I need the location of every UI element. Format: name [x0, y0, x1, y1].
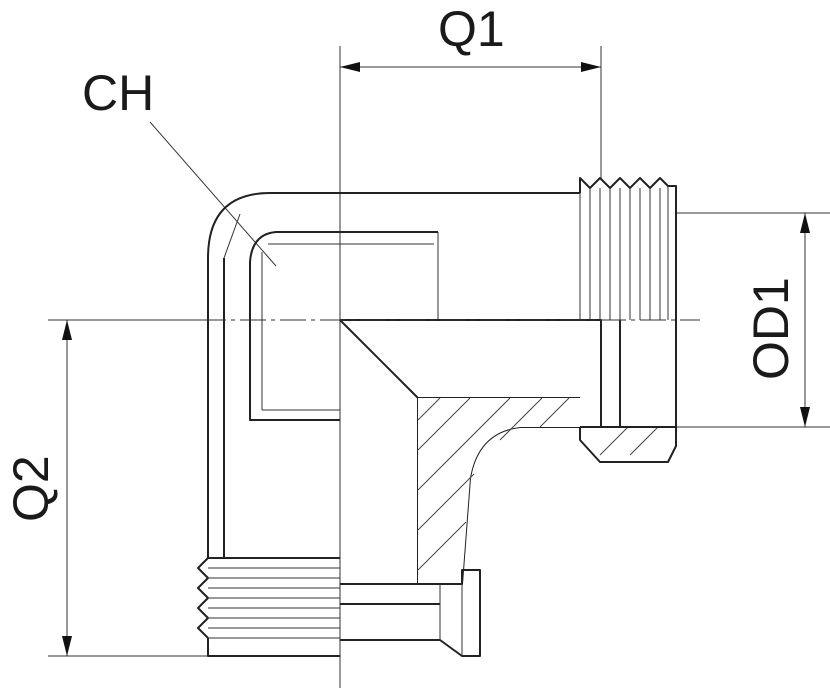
- right-thread: [579, 177, 677, 320]
- section-hatch: [417, 397, 659, 571]
- elbow-section: [339, 319, 677, 657]
- section-hatch-area: [418, 398, 580, 584]
- q2-label: Q2: [3, 455, 59, 522]
- ch-label: CH: [82, 65, 154, 121]
- q1-label: Q1: [438, 1, 505, 57]
- od1-label: OD1: [743, 277, 799, 380]
- elbow-body-exterior: [207, 192, 580, 558]
- ch-leader-line: [149, 121, 277, 267]
- bottom-thread: [197, 557, 340, 657]
- extension-lines: [48, 46, 830, 688]
